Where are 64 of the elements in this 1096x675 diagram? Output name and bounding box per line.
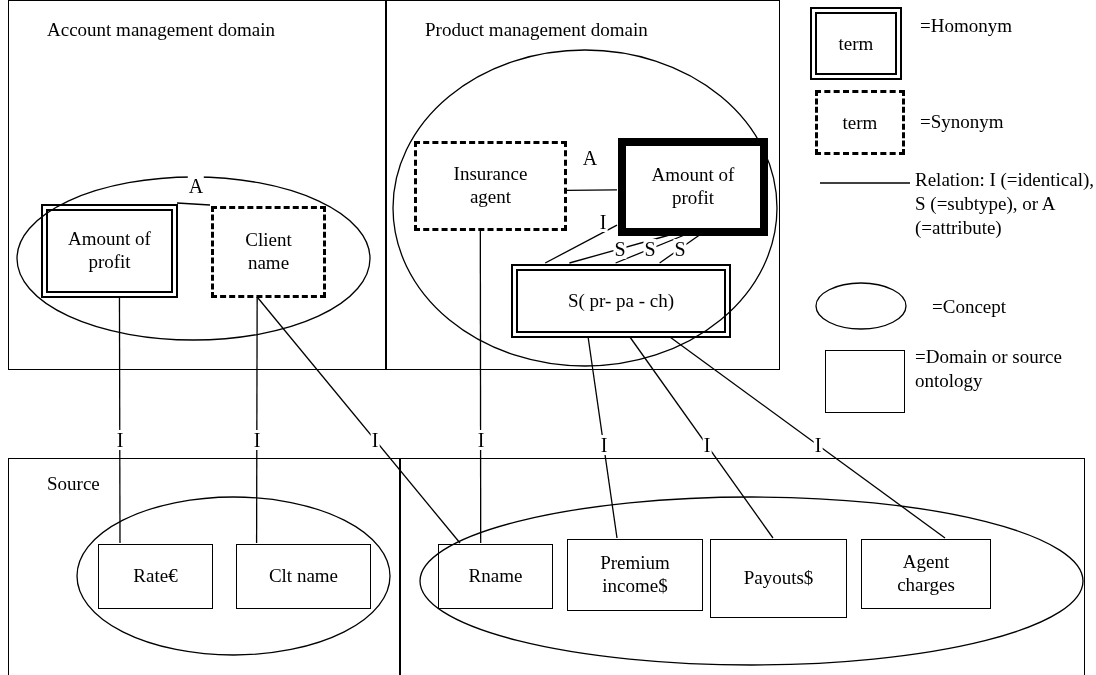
sample-term-text: term <box>842 111 878 134</box>
homonym-term-box <box>511 264 731 338</box>
edge-label: I <box>813 435 823 455</box>
concept-ellipse <box>16 176 371 341</box>
term-box <box>861 539 991 609</box>
edge-label: S <box>673 239 687 259</box>
term-box <box>236 544 371 609</box>
concept-ellipse <box>392 49 778 367</box>
domain-panel <box>400 458 1085 675</box>
synonym-term-box <box>211 206 326 298</box>
domain-heading: Product management domain <box>425 19 648 42</box>
edge-label: I <box>370 430 380 450</box>
sample-term-text: term <box>838 32 874 55</box>
relation-line <box>544 224 618 264</box>
concept-ellipse <box>419 496 1084 666</box>
edge-label: S <box>613 239 627 259</box>
edge-label: I <box>476 430 486 450</box>
term-box <box>567 539 703 611</box>
term-box <box>438 544 553 609</box>
term-label: Insurance agent <box>452 163 529 209</box>
edge-label: I <box>115 430 125 450</box>
term-label: S( pr- pa - ch) <box>566 289 676 313</box>
relation-line <box>587 336 618 539</box>
relation-line <box>629 336 774 539</box>
relation-line <box>256 296 461 544</box>
legend-text: Relation: I (=identical), S (=subtype), or A (=attribute) <box>915 168 1095 240</box>
term-label: Rname <box>467 565 524 588</box>
domain-heading: Account management domain <box>47 19 275 42</box>
relation-line <box>614 234 686 264</box>
term-label: Rate€ <box>132 565 179 588</box>
domain-panel <box>8 458 400 675</box>
concept-ellipse <box>76 496 391 656</box>
term-box <box>710 539 847 618</box>
relation-line <box>565 189 618 192</box>
edge-label: A <box>187 176 205 196</box>
legend-text: =Homonym <box>920 14 1013 38</box>
homonym-term-box <box>41 204 178 298</box>
term-label: Client name <box>244 229 293 275</box>
relation-line <box>176 202 211 206</box>
relation-line <box>669 336 946 539</box>
term-label: Premium income$ <box>599 552 671 598</box>
edge-label: I <box>598 212 608 232</box>
domain-panel <box>386 0 780 370</box>
edge-label: A <box>581 148 599 168</box>
legend-text: =Synonym <box>920 110 1005 134</box>
term-box <box>98 544 213 609</box>
term-label: Amount of profit <box>67 228 152 274</box>
legend-text: =Domain or source ontology <box>915 345 1063 393</box>
homonym-term-box <box>618 138 768 236</box>
edge-label: I <box>702 435 712 455</box>
term-label: Amount of profit <box>650 164 736 210</box>
edge-label: I <box>599 435 609 455</box>
term-label: Agent charges <box>896 551 956 597</box>
domain-heading: Source <box>47 473 100 496</box>
relation-line <box>479 229 482 544</box>
relation-line <box>118 296 121 544</box>
term-label: Clt name <box>267 565 340 588</box>
edge-label: S <box>643 239 657 259</box>
term-label: Payouts$ <box>742 567 815 590</box>
domain-panel <box>8 0 386 370</box>
legend-text: =Concept <box>932 295 1008 319</box>
relation-line <box>255 296 258 544</box>
edge-label: I <box>252 430 262 450</box>
synonym-term-box <box>414 141 567 231</box>
